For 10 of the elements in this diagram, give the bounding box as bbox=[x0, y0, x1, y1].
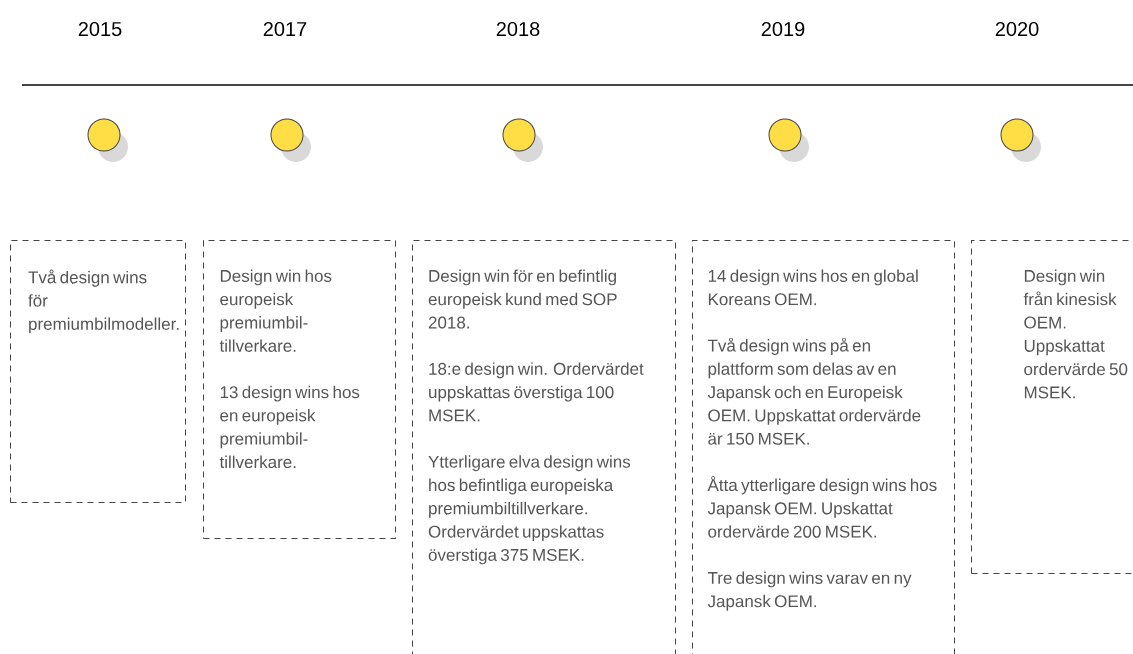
dashed-box: Två design wins för premiumbilmodeller. bbox=[10, 240, 186, 503]
dashed-box: 14 design wins hos en global Koreans OEM. Två design wins på en plattform som delas av en Japansk och en Europeisk OEM. Uppskattat ordervärde är 150 MSEK. Åtta ytterligare design wins hos Japansk OEM. Upskattat ordervärde 200 MSEK. Tre design wins varav en ny Japansk OEM. bbox=[692, 240, 955, 654]
year-label: 2018 bbox=[496, 21, 540, 37]
year-label: 2020 bbox=[995, 21, 1039, 37]
dashed-box: Design win hos europeisk premiumbil-tillverkare. 13 design wins hos en europeisk premiumbil-tillverkare. bbox=[203, 240, 396, 539]
year-label: 2019 bbox=[761, 21, 805, 37]
year-label: 2015 bbox=[78, 21, 122, 37]
year-label: 2017 bbox=[263, 21, 307, 37]
dashed-box: Design win från kinesisk OEM. Uppskattat ordervärde 50 MSEK. bbox=[971, 240, 1133, 574]
dashed-box: Design win för en befintlig europeisk kund med SOP 2018. 18:e design win. Ordervärdet uppskattas överstiga 100 MSEK. Ytterligare elva design wins hos befintliga europeiska premiumbiltillverkare. Ordervärdet uppskattas överstiga 375 MSEK. bbox=[412, 240, 676, 654]
